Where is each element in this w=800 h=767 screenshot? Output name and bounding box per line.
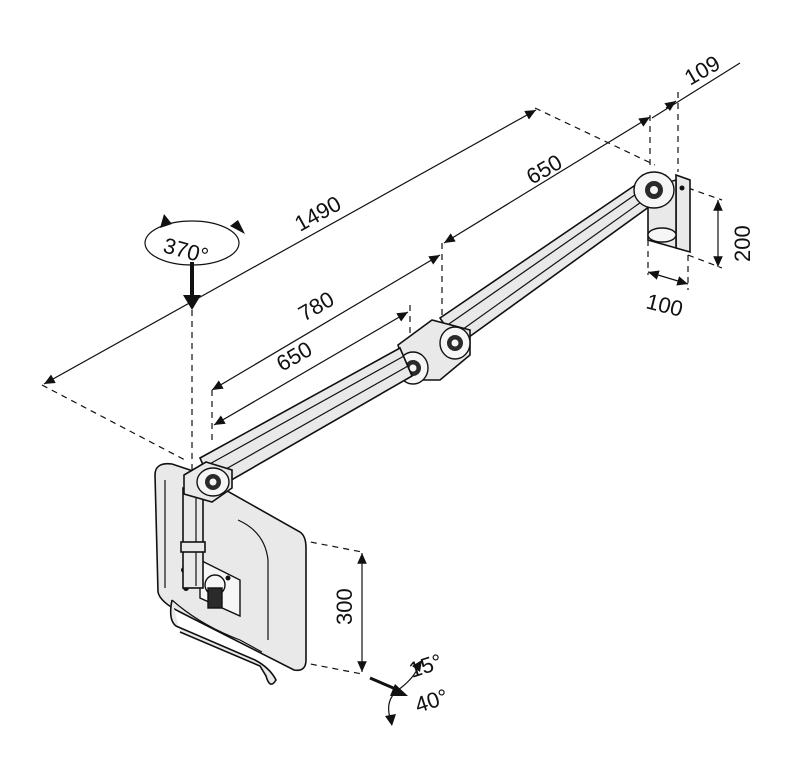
label-lower-arm-inner: 650: [272, 336, 316, 376]
mount-pole: [180, 461, 233, 589]
dimension-wall-offset: 109: [651, 50, 741, 172]
elbow-joint: [397, 319, 471, 385]
monitor-plate: [154, 462, 307, 685]
dimension-bracket-height: 200: [687, 187, 755, 269]
upper-arm: [438, 171, 675, 347]
tilt-indicator: 15° 40°: [369, 649, 451, 726]
label-rotation: 370°: [161, 233, 211, 269]
dimension-bracket-depth: 100: [644, 240, 689, 322]
label-bracket-depth: 100: [644, 289, 686, 322]
label-wall-offset: 109: [680, 50, 724, 90]
label-total-reach: 1490: [290, 191, 345, 237]
lower-arm: [198, 346, 414, 492]
label-lower-arm-outer: 780: [294, 286, 338, 326]
label-monitor-height: 300: [332, 588, 357, 625]
label-upper-arm: 650: [522, 149, 566, 189]
label-tilt-down: 40°: [412, 684, 451, 718]
dimension-monitor-height: 300: [299, 539, 367, 675]
label-tilt-up: 15°: [406, 649, 445, 683]
rotation-indicator: 370°: [144, 214, 245, 470]
label-bracket-height: 200: [730, 225, 755, 262]
